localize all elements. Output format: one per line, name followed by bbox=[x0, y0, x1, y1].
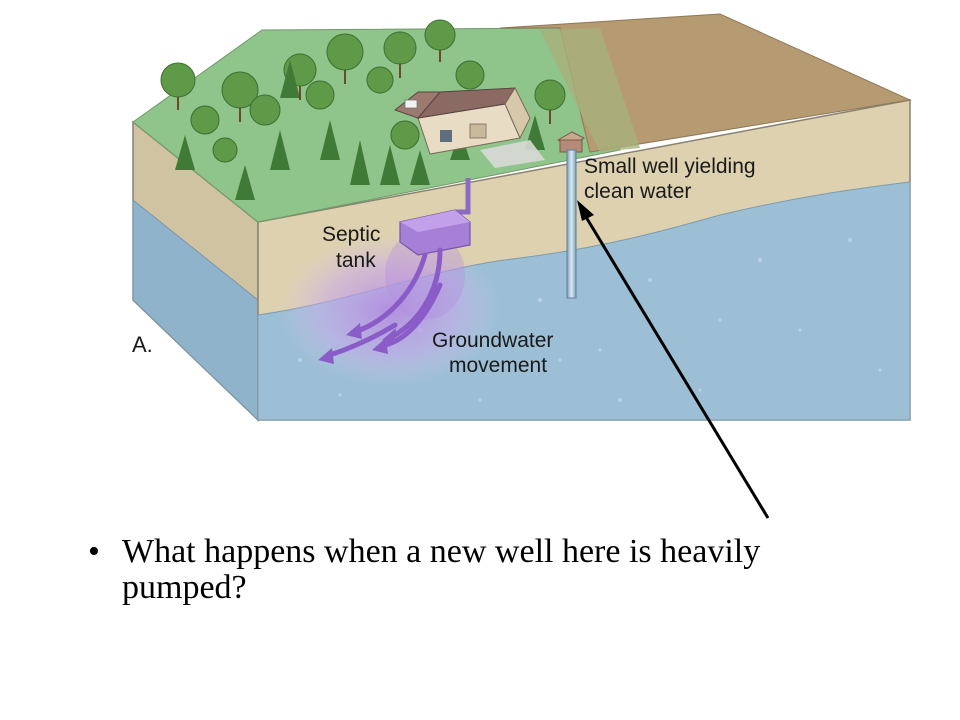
top-surface-dry-soil-blend bbox=[540, 28, 640, 152]
groundwater-label-line2: movement bbox=[449, 354, 547, 377]
septic-label-line2: tank bbox=[336, 249, 376, 272]
well-pipe bbox=[566, 149, 577, 299]
panel-label: A. bbox=[132, 332, 153, 357]
septic-tank bbox=[399, 178, 471, 256]
bullet-marker: • bbox=[88, 533, 100, 570]
well-label-line1: Small well yielding bbox=[584, 155, 756, 178]
bullet-question: • What happens when a new well here is h… bbox=[88, 534, 848, 606]
pointer-arrow-line bbox=[581, 211, 770, 519]
well-head bbox=[556, 131, 586, 153]
groundwater-arrowheads bbox=[318, 323, 396, 364]
house bbox=[393, 86, 545, 168]
well-label-line2: clean water bbox=[584, 180, 691, 203]
septic-label-line1: Septic bbox=[322, 223, 380, 246]
pointer-arrowhead bbox=[577, 200, 594, 221]
bullet-text: What happens when a new well here is hea… bbox=[122, 533, 761, 606]
groundwater-arrows bbox=[327, 247, 443, 358]
forest bbox=[160, 19, 566, 200]
groundwater-label-line1: Groundwater bbox=[432, 329, 553, 352]
